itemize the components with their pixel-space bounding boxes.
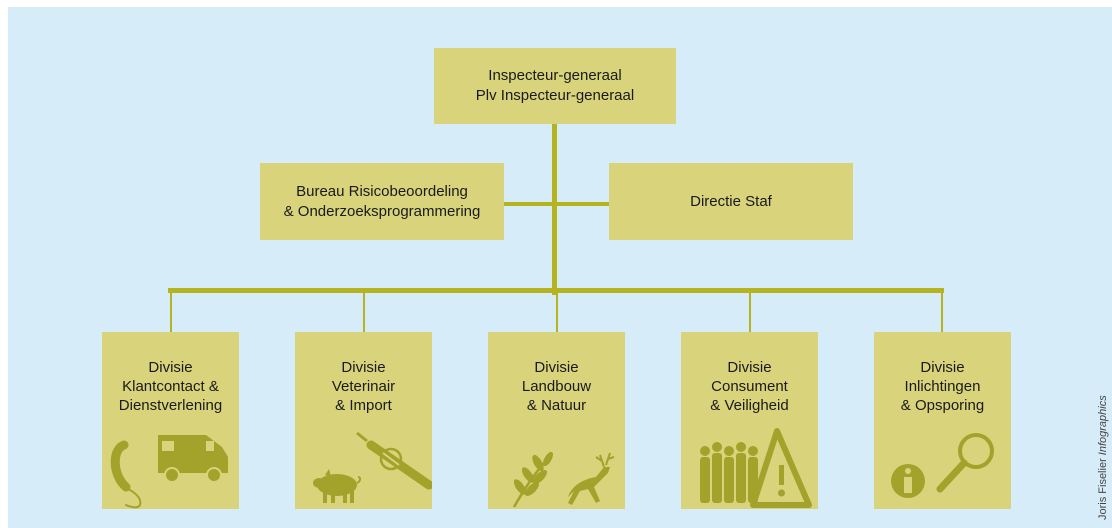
division-agriculture-nature-box: Divisie Landbouw & Natuur — [488, 332, 625, 509]
risk-assessment-bureau-box: Bureau Risicobeoordeling & Onderzoekspro… — [260, 163, 504, 240]
division-name-line2: & Veiligheid — [710, 397, 789, 414]
risk-assessment-line2: & Onderzoeksprogrammering — [283, 202, 481, 220]
division-consumer-safety-box: Divisie Consument & Veiligheid — [681, 332, 818, 509]
division-drop-line — [170, 291, 172, 332]
risk-assessment-line1: Bureau Risicobeoordeling — [296, 182, 468, 200]
staff-branch-line — [504, 202, 610, 206]
division-veterinary-import-box: Divisie Veterinair & Import — [295, 332, 432, 509]
division-intelligence-investigation-box: Divisie Inlichtingen & Opsporing — [874, 332, 1011, 509]
division-label: Divisie — [727, 359, 772, 376]
warning-icon — [750, 428, 812, 508]
division-name-line2: & Natuur — [526, 397, 587, 414]
info-icon — [891, 464, 925, 498]
wheat-icon — [512, 451, 554, 508]
syringe-icon — [356, 431, 432, 490]
magnifier-icon — [936, 433, 994, 493]
division-name-line1: Landbouw — [521, 378, 592, 395]
org-chart-canvas: Inspecteur-generaal Plv Inspecteur-gener… — [8, 7, 1112, 528]
division-name-line2: & Import — [335, 397, 392, 414]
inspector-general-title: Inspecteur-generaal — [488, 67, 622, 84]
trunk-line — [552, 124, 557, 295]
division-title: Divisie Landbouw & Natuur — [488, 358, 625, 415]
van-icon — [158, 435, 228, 483]
division-label: Divisie — [534, 359, 579, 376]
infographic-credit: Joris Fiselier Infographics — [1097, 395, 1109, 520]
pig-icon — [313, 469, 362, 503]
division-name-line2: & Opsporing — [900, 397, 985, 414]
phone-icon — [110, 440, 142, 509]
division-name-line2: Dienstverlening — [118, 397, 223, 414]
inspector-general-box: Inspecteur-generaal Plv Inspecteur-gener… — [434, 48, 676, 124]
staff-directorate-box: Directie Staf — [609, 163, 853, 240]
division-bus-line — [168, 288, 944, 293]
credit-suffix: Infographics — [1097, 395, 1109, 456]
division-label: Divisie — [148, 359, 193, 376]
deer-icon — [568, 452, 615, 505]
division-name-line1: Veterinair — [331, 378, 396, 395]
division-drop-line — [556, 291, 558, 332]
division-drop-line — [363, 291, 365, 332]
division-title: Divisie Inlichtingen & Opsporing — [874, 358, 1011, 415]
division-title: Divisie Veterinair & Import — [295, 358, 432, 415]
division-name-line1: Consument — [711, 378, 788, 395]
division-label: Divisie — [341, 359, 386, 376]
division-title: Divisie Klantcontact & Dienstverlening — [102, 358, 239, 415]
division-name-line1: Klantcontact & — [122, 378, 219, 395]
deputy-inspector-general-title: Plv Inspecteur-generaal — [475, 87, 635, 104]
division-drop-line — [941, 291, 943, 332]
division-customer-contact-box: Divisie Klantcontact & Dienstverlening — [102, 332, 239, 509]
division-title: Divisie Consument & Veiligheid — [681, 358, 818, 415]
division-name-line1: Inlichtingen — [904, 378, 981, 395]
people-icon — [700, 442, 758, 503]
credit-name: Joris Fiselier — [1097, 458, 1109, 520]
staff-directorate-title: Directie Staf — [690, 192, 772, 210]
division-drop-line — [749, 291, 751, 332]
division-label: Divisie — [920, 359, 965, 376]
